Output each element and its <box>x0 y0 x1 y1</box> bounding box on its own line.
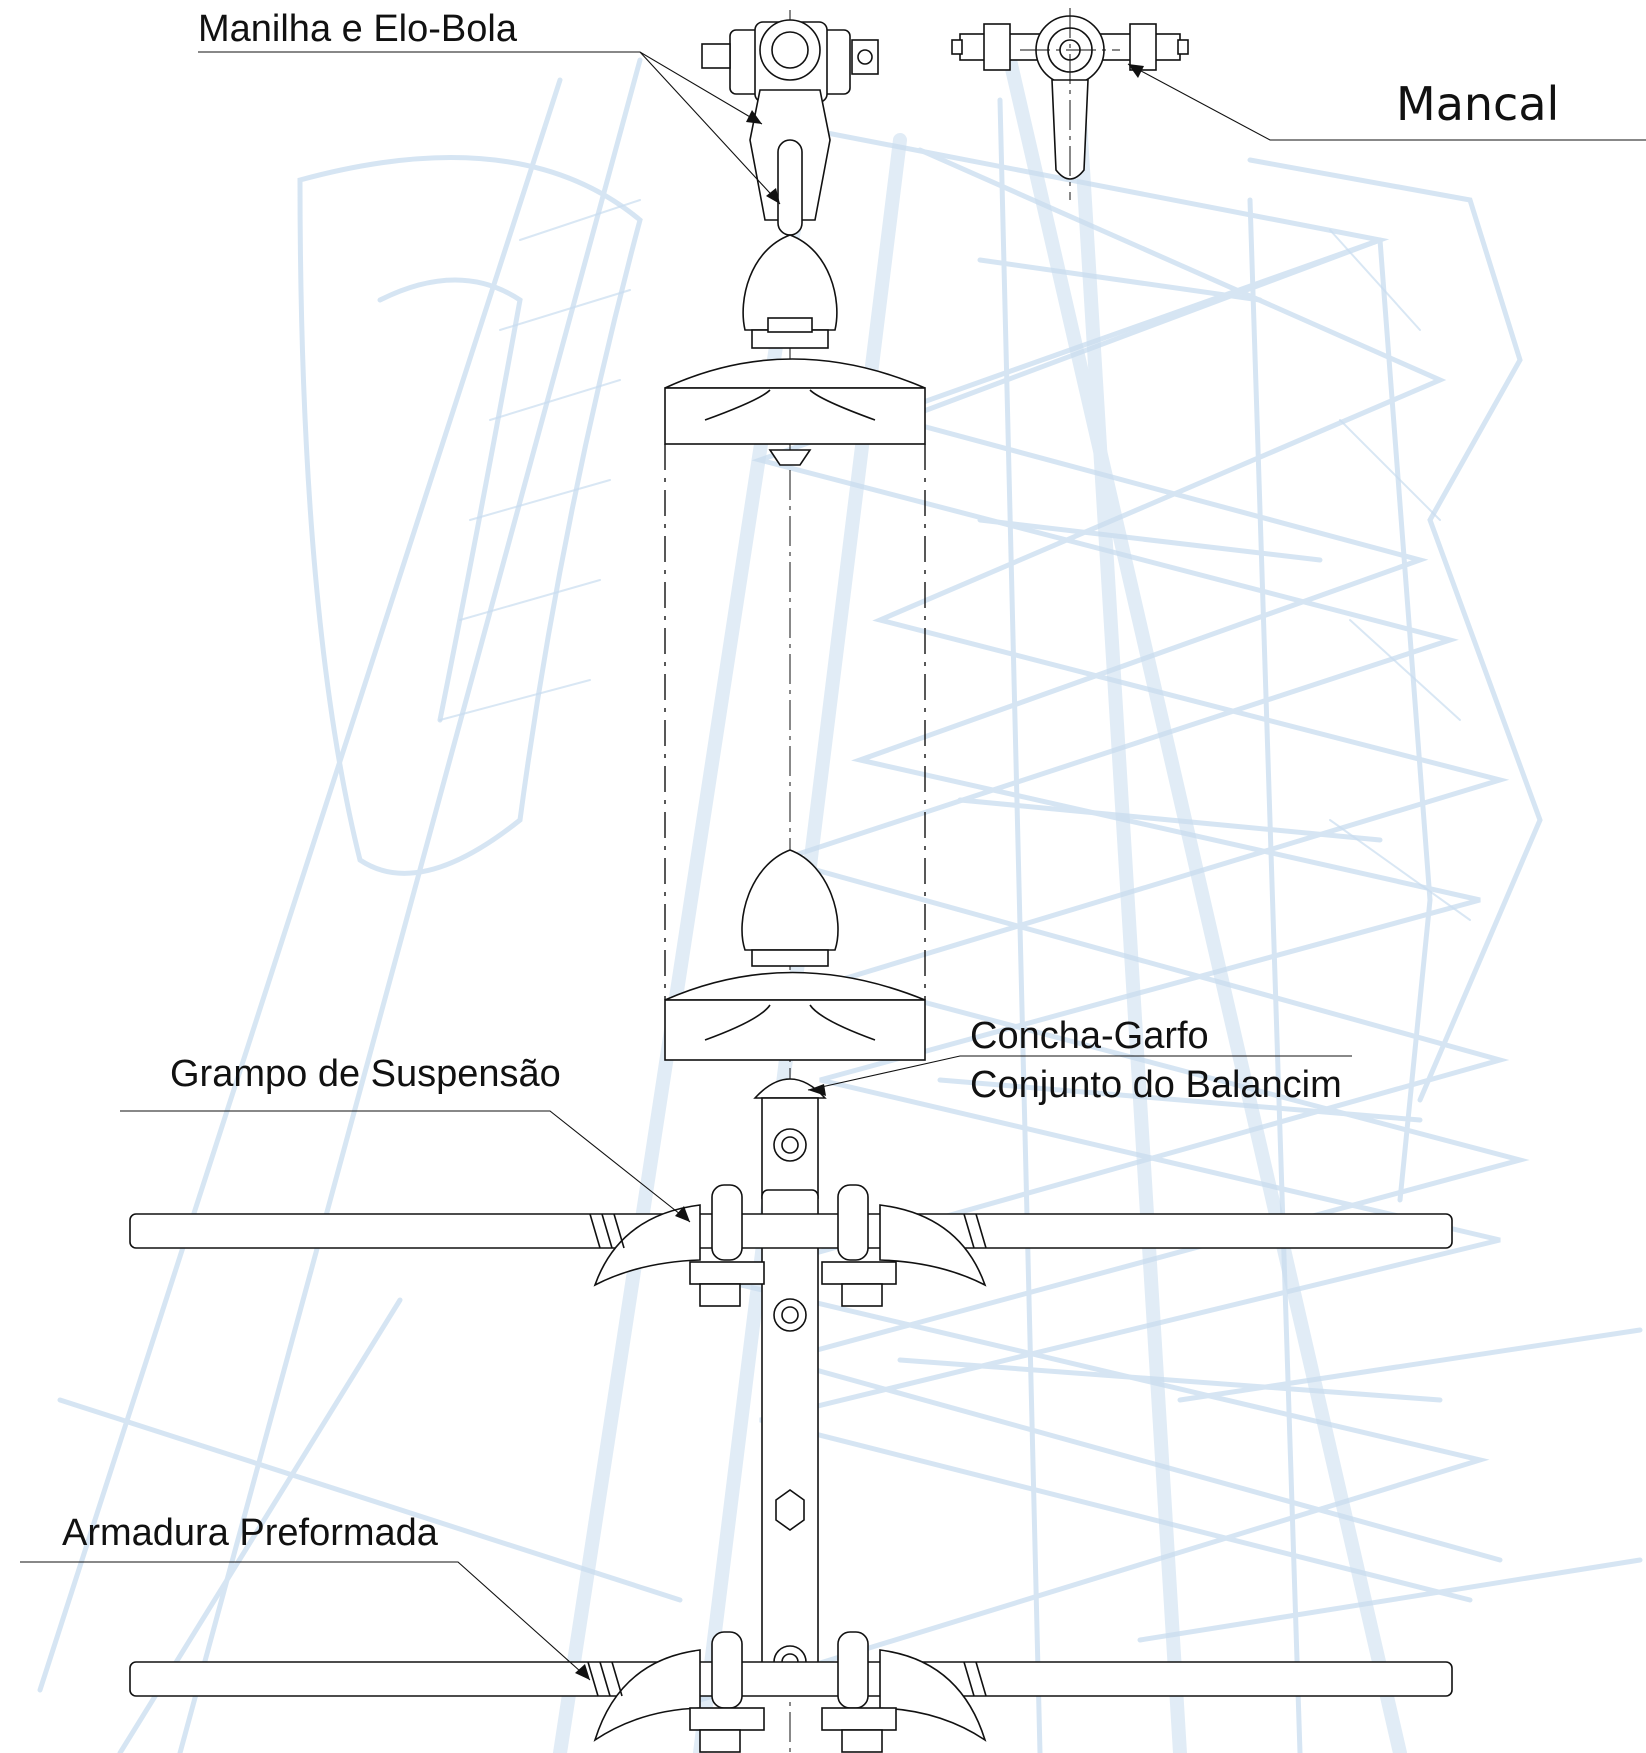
insulator-disc-bottom <box>664 849 926 1061</box>
socket-clevis <box>753 1078 827 1199</box>
upper-conductor <box>129 1184 1453 1307</box>
tower-watermark <box>37 53 1643 1753</box>
insulator-disc-top <box>664 358 926 466</box>
labels: Manilha e Elo-Bola Mancal Concha-Garfo C… <box>62 8 1559 1554</box>
label-shackle: Manilha e Elo-Bola <box>198 8 518 50</box>
leader-lines <box>20 51 1646 1681</box>
insulator-string-dashed <box>664 444 926 1000</box>
label-suspension-clamp: Grampo de Suspensão <box>170 1053 561 1095</box>
label-armor-rods: Armadura Preformada <box>62 1512 439 1554</box>
label-yoke-assembly: Conjunto do Balancim <box>970 1064 1342 1106</box>
label-socket-clevis: Concha-Garfo <box>970 1015 1209 1057</box>
bearing-part <box>951 8 1189 200</box>
lower-conductor <box>129 1631 1453 1753</box>
shackle-assembly <box>701 19 879 349</box>
yoke-plate <box>761 1189 819 1679</box>
label-bearing: Mancal <box>1396 77 1559 131</box>
